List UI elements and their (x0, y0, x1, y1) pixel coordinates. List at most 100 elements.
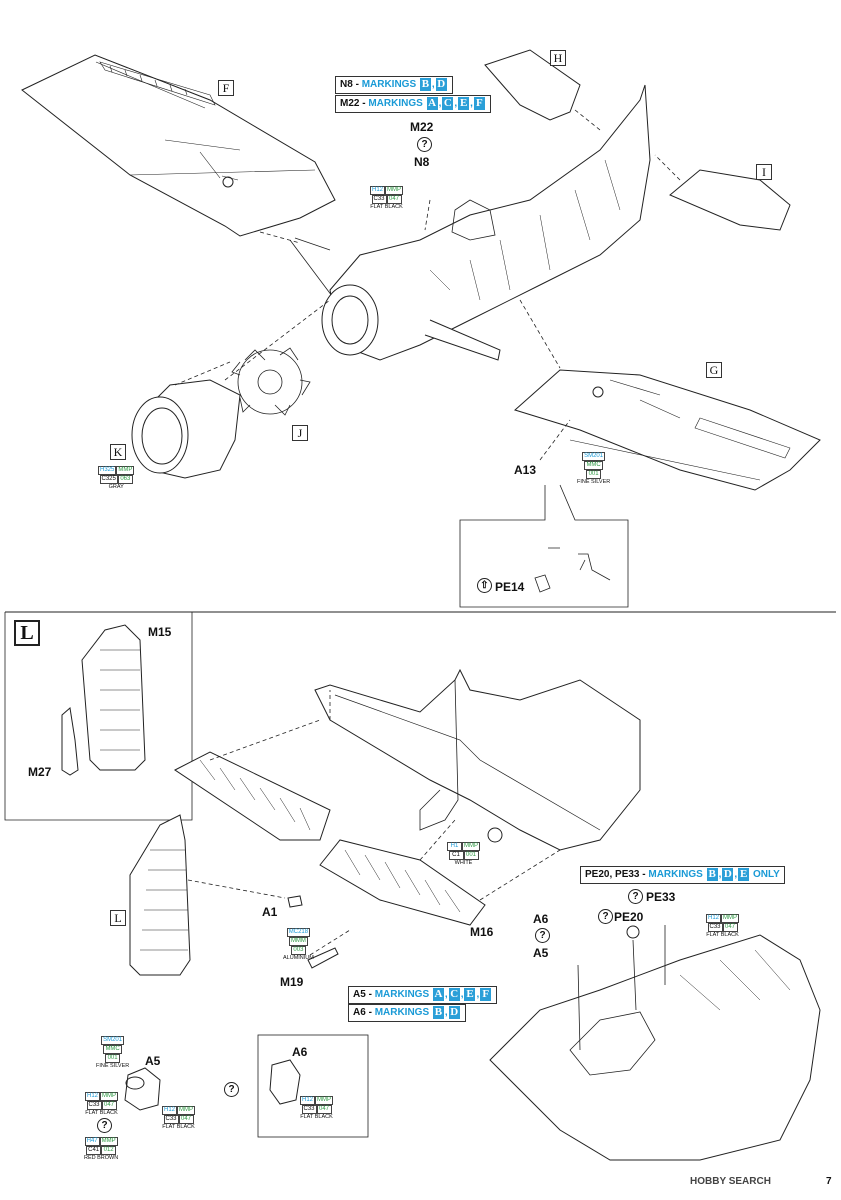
marking-chip: E (738, 868, 750, 881)
part-label-a1: A1 (262, 905, 278, 919)
part-label-a13: A13 (514, 463, 537, 477)
pe14-detail-drawing (548, 547, 611, 581)
paint-name: FINE SILVER (96, 1063, 130, 1069)
rudder-m15-drawing (81, 624, 146, 771)
banner-pe-markings: PE20, PE33 - MARKINGS B,D,E ONLY (580, 866, 785, 884)
paint-code: MMP (99, 1137, 118, 1146)
part-m19-drawing (307, 947, 339, 969)
paint-code: C41 (86, 1146, 102, 1155)
left-wing-drawing (21, 54, 336, 237)
part-label-h: H (550, 50, 566, 66)
paint-name: FLAT BLACK (370, 204, 403, 210)
part-label-a5-detail: A5 (145, 1054, 161, 1068)
paint-code: SM201 (101, 1036, 125, 1045)
tail-assembly-drawing (314, 668, 641, 851)
part-label-g: G (706, 362, 722, 378)
marking-chip: A (432, 988, 444, 1001)
marking-chip: B (706, 868, 718, 881)
part-label-f: F (218, 80, 234, 96)
paint-code: C33 (371, 195, 387, 204)
paint-code: H1 (447, 842, 462, 851)
paint-name: ALUMINIUM (283, 955, 314, 961)
paint-code: 047 (316, 1105, 332, 1114)
optional-part-icon: ? (224, 1082, 239, 1097)
part-label-j: J (292, 425, 308, 441)
paint-code: H12 (162, 1106, 178, 1115)
banner-pe-sep: - (639, 869, 649, 881)
paint-code: C33 (163, 1115, 179, 1124)
part-label-m15: M15 (148, 625, 172, 639)
paint-code: 001 (105, 1054, 121, 1063)
paint-code: H12 (300, 1096, 316, 1105)
paint-code: MMM (288, 937, 308, 946)
paint-code: MMC (584, 461, 603, 470)
paint-code: MMP (177, 1106, 196, 1115)
paint-code: H325 (98, 466, 117, 475)
banner-m22-part: M22 (340, 98, 360, 110)
paint-code: MMP (385, 186, 404, 195)
marking-chip: F (480, 988, 492, 1001)
paint-code: C33 (707, 923, 723, 932)
marking-chip: C (442, 97, 454, 110)
part-label-a6-detail: A6 (292, 1045, 308, 1059)
part-m27-drawing (61, 707, 79, 776)
paint-code: 012 (101, 1146, 117, 1155)
cockpit-drawing (489, 934, 821, 1161)
paint-code: H47 (84, 1137, 100, 1146)
part-label-k: K (110, 444, 126, 460)
banner-n8-word: MARKINGS (361, 79, 417, 91)
page-number: 7 (826, 1176, 832, 1187)
section-label-l: L (14, 620, 40, 646)
paint-code: SM201 (582, 452, 606, 461)
part-label-m19: M19 (280, 975, 304, 989)
part-label-n8: N8 (414, 155, 430, 169)
paint-code: MC218 (286, 928, 311, 937)
banner-pe-suffix: ONLY (752, 869, 780, 881)
paint-code: 047 (101, 1101, 117, 1110)
part-label-pe20: PE20 (614, 910, 644, 924)
banner-a5-part: A5 (353, 989, 366, 1001)
part-a1-drawing (287, 895, 303, 908)
banner-a5-word: MARKINGS (374, 989, 430, 1001)
marking-chip: B (432, 1006, 444, 1019)
part-label-m27: M27 (28, 765, 52, 779)
part-label-a5: A5 (533, 946, 549, 960)
paint-code: C33 (301, 1105, 317, 1114)
paint-code: 003 (290, 946, 306, 955)
banner-a6-markings: A6 - MARKINGS B,D (348, 1004, 466, 1022)
paint-code: MMP (462, 842, 480, 851)
paint-code: MMP (116, 466, 135, 475)
marking-chip: D (435, 78, 447, 91)
paint-name: FLAT BLACK (706, 932, 739, 938)
banner-a6-word: MARKINGS (374, 1007, 430, 1019)
optional-part-icon: ? (535, 928, 550, 943)
pe-part-icon: ⇧ (477, 578, 492, 593)
paint-code: 047 (722, 923, 738, 932)
paint-name: FLAT BLACK (85, 1110, 118, 1116)
banner-n8-part: N8 (340, 79, 353, 91)
banner-m22-word: MARKINGS (368, 98, 423, 110)
marking-chip: C (448, 988, 460, 1001)
banner-m22-markings: M22 - MARKINGS A,C,E,F (335, 95, 491, 113)
marking-chip: D (448, 1006, 460, 1019)
paint-code: H12 (706, 914, 722, 923)
paint-name: RED BROWN (84, 1155, 119, 1161)
paint-name: FINE SILVER (577, 479, 611, 485)
paint-code: 063 (117, 475, 133, 484)
part-label-pe33: PE33 (646, 890, 676, 904)
banner-m22-sep: - (359, 98, 369, 110)
marking-chip: F (473, 97, 485, 110)
paint-code: 047 (178, 1115, 194, 1124)
paint-code: C325 (99, 475, 118, 484)
part-a5-detail-drawing (124, 1067, 161, 1111)
paint-code-fine-silver-a5: SM201 MMC 001 FINE SILVER (96, 1036, 129, 1070)
stabilizer-ribs-m16 (319, 839, 486, 926)
